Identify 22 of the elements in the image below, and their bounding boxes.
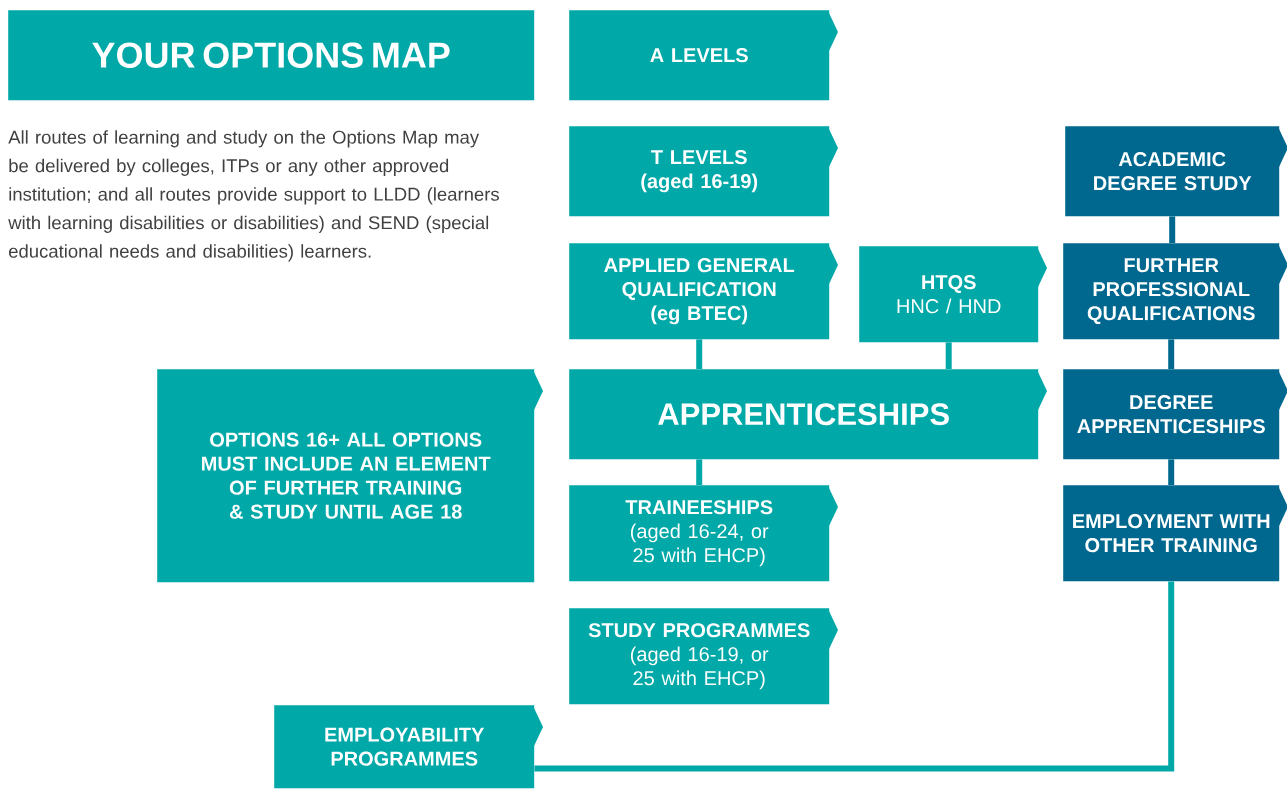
outcome-box: ACADEMIC DEGREE STUDY: [1065, 126, 1287, 217]
connector-line: [1169, 216, 1176, 243]
connector-line: [534, 581, 1175, 772]
outcome-box: DEGREE APPRENTICESHIPS: [1063, 369, 1287, 460]
option-box: APPLIED GENERAL QUALIFICATION (eg BTEC): [569, 243, 838, 340]
option-box: OPTIONS 16+ ALL OPTIONS MUST INCLUDE AN ELEMENT OF FURTHER TRAINING & STUDY UNTIL AGE 18: [157, 369, 543, 583]
outcome-box: EMPLOYMENT WITH OTHER TRAINING: [1063, 485, 1287, 582]
option-box: A LEVELS: [569, 10, 838, 101]
connector-line: [696, 339, 703, 369]
option-box: STUDY PROGRAMMES (aged 16-19, or 25 with EHCP): [569, 608, 838, 705]
option-box: APPRENTICESHIPS: [569, 369, 1047, 460]
option-box: HTQS HNC / HND: [859, 246, 1047, 343]
option-box: T LEVELS (aged 16-19): [569, 126, 838, 217]
option-box: TRAINEESHIPS (aged 16-24, or 25 with EHCP): [569, 485, 838, 582]
connector-line: [945, 342, 952, 369]
option-box: EMPLOYABILITY PROGRAMMES: [274, 705, 543, 789]
connector-line: [1168, 339, 1175, 369]
outcome-box: FURTHER PROFESSIONAL QUALIFICATIONS: [1063, 243, 1287, 340]
connector-line: [696, 459, 703, 485]
connector-line: [1168, 459, 1175, 485]
title-banner: YOUR OPTIONS MAP: [8, 10, 535, 101]
description-text: All routes of learning and study on the Options Map may be delivered by colleges, ITPs or any other approved institution; and all routes provide support to LLDD (learners with learning disabilities or disabilities) and SEND (special educational needs and disabilities) learners.: [8, 130, 499, 262]
